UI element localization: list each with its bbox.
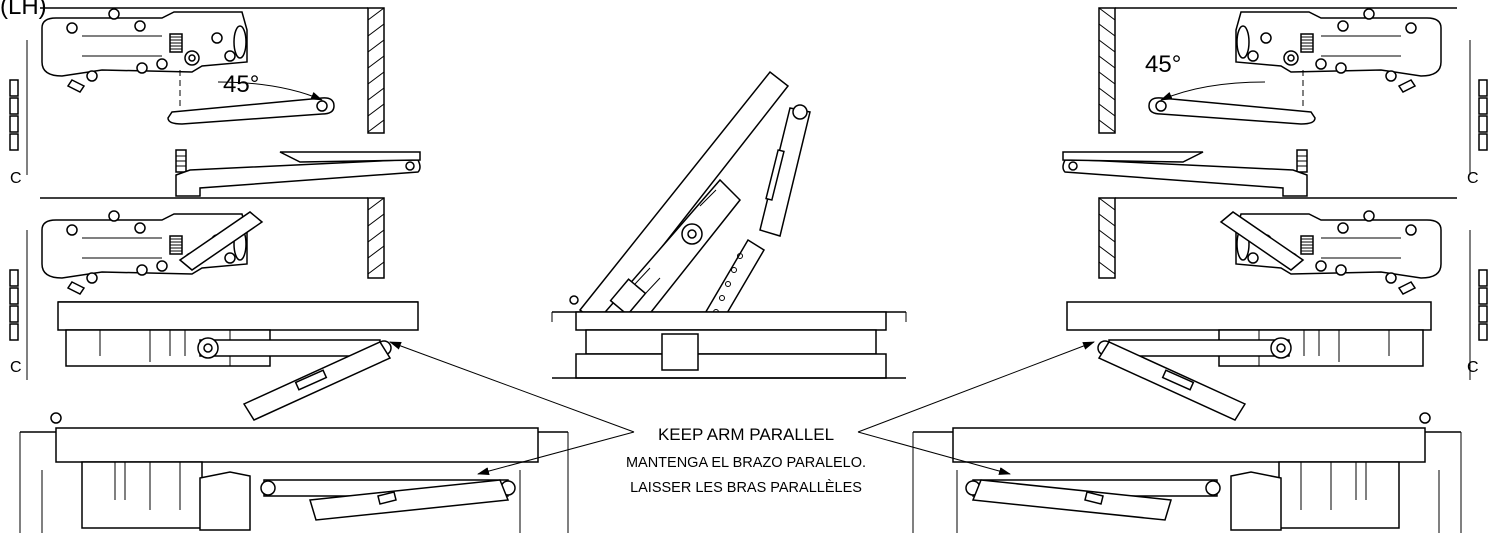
centerline-mark-right: C xyxy=(1467,359,1479,376)
note-french: LAISSER LES BRAS PARALLÈLES xyxy=(630,479,862,496)
right-front-views xyxy=(1062,7,1488,421)
shoe-center xyxy=(661,333,699,371)
note-spanish: MANTENGA EL BRAZO PARALELO. xyxy=(626,455,866,471)
hinge-lower xyxy=(9,269,19,341)
note-english: KEEP ARM PARALLEL xyxy=(658,425,834,444)
center-view xyxy=(551,70,907,379)
left-front-views: (LH) C C 45° xyxy=(0,0,421,421)
main-arm-upper xyxy=(167,97,335,125)
bottom-left-view xyxy=(19,412,569,533)
closer-body-upper xyxy=(41,8,248,93)
leader-line xyxy=(389,341,635,433)
handing-label: (LH) xyxy=(0,0,47,20)
angle-label-left: 45° xyxy=(223,71,259,98)
hinge-upper xyxy=(9,79,19,151)
arm-center xyxy=(759,107,811,237)
leader-line xyxy=(857,341,1095,433)
wall-hatch-lower xyxy=(367,197,385,279)
centerline-mark: C xyxy=(10,170,22,187)
shoe-bottom-left xyxy=(199,471,251,531)
centerline-mark-right: C xyxy=(1467,170,1479,187)
door-bottom-left xyxy=(55,427,539,463)
arm-diagonal-left xyxy=(178,211,264,271)
door-angled xyxy=(578,70,790,328)
leader-line xyxy=(857,431,1011,475)
centerline-mark: C xyxy=(10,359,22,376)
leader-line xyxy=(477,431,635,476)
bottom-right-view xyxy=(912,412,1462,533)
door-frame-top-left xyxy=(57,301,419,331)
wall-hatch-upper xyxy=(367,7,385,134)
parallel-note: KEEP ARM PARALLEL MANTENGA EL BRAZO PARA… xyxy=(389,341,1095,496)
angle-label-right: 45° xyxy=(1145,51,1181,78)
closer-bottom-left xyxy=(81,461,203,529)
forearm-left xyxy=(175,159,421,197)
